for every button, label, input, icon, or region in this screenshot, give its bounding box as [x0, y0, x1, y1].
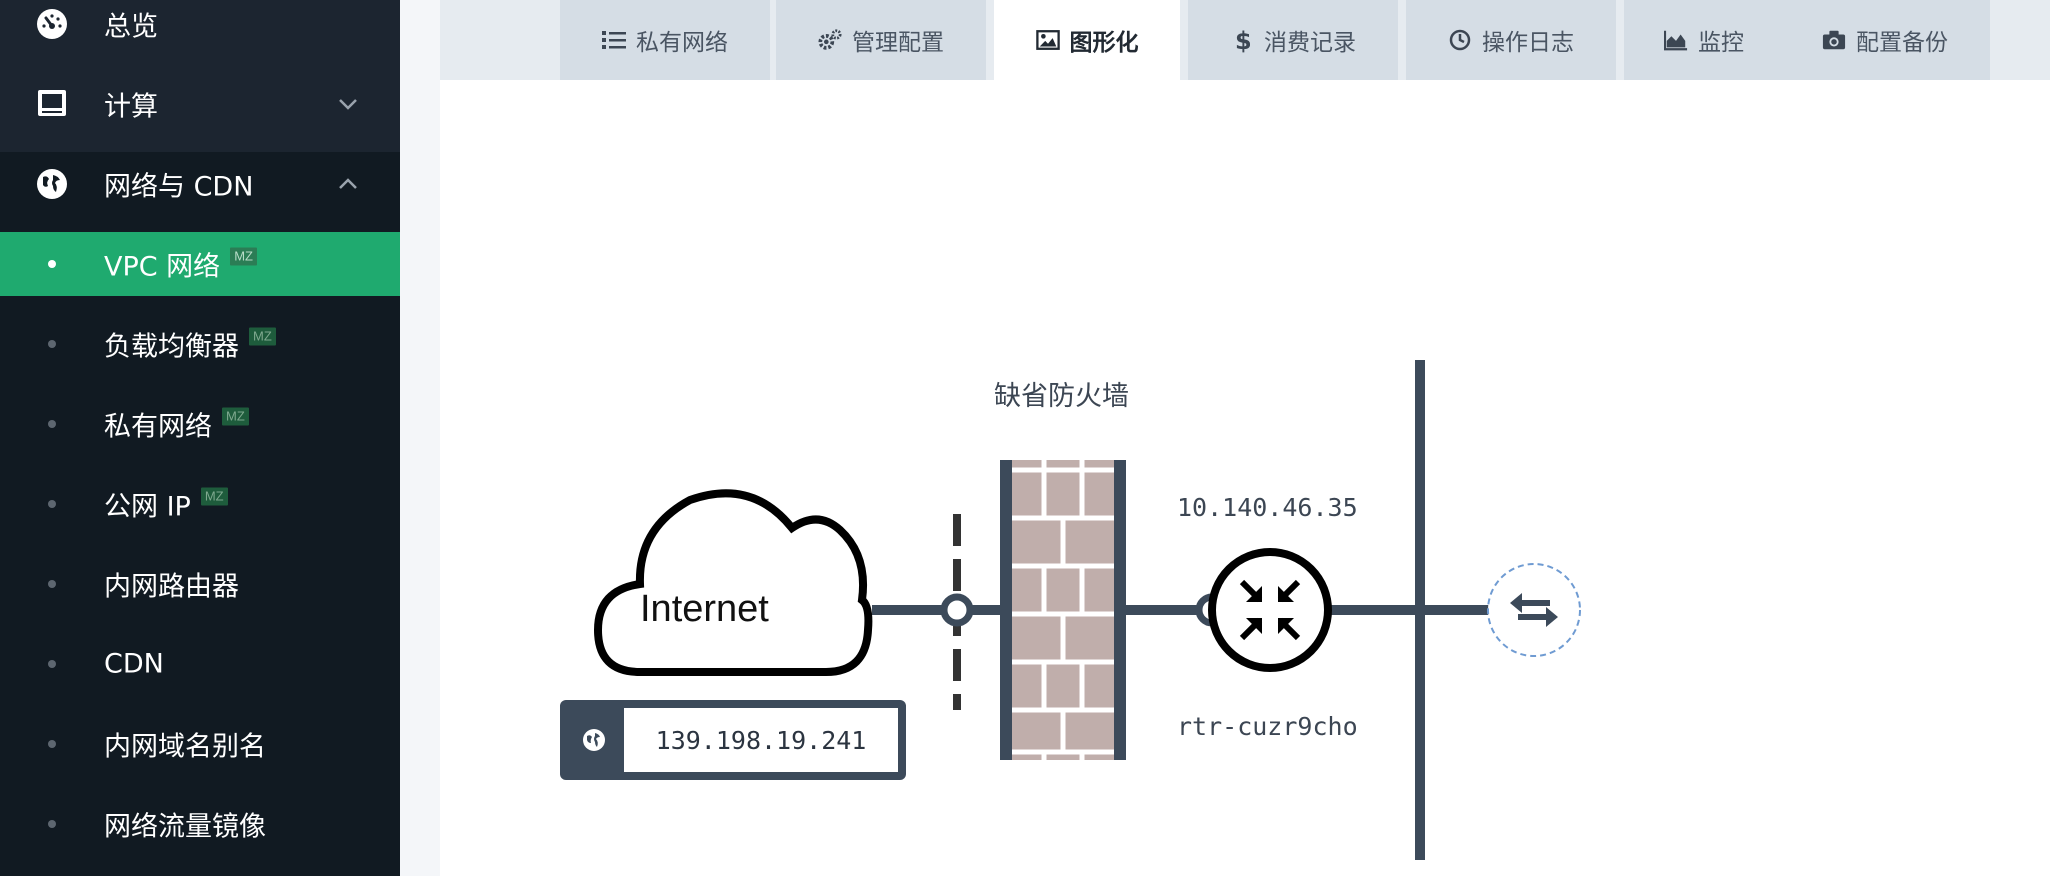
- tab-label: 图形化: [1069, 30, 1139, 56]
- tab-config-backup[interactable]: 配置备份: [1780, 0, 1990, 80]
- sidebar-subitem-label: 公网 IP: [104, 491, 191, 523]
- dashboard-icon: [36, 8, 68, 40]
- sidebar-subitem-label-wrap: 负载均衡器 MZ: [104, 325, 276, 364]
- tab-graphical[interactable]: 图形化: [994, 0, 1180, 80]
- sidebar-subitem-vpc[interactable]: VPC 网络 MZ: [0, 232, 400, 296]
- sidebar-item-compute[interactable]: 计算: [0, 72, 400, 136]
- sidebar-subitem-load-balancer[interactable]: 负载均衡器 MZ: [0, 312, 400, 376]
- exchange-icon[interactable]: [1487, 563, 1581, 657]
- sidebar-subitem-label: VPC 网络: [104, 251, 221, 283]
- bullet-icon: [48, 740, 56, 748]
- tab-private-network[interactable]: 私有网络: [560, 0, 770, 80]
- router-icon[interactable]: [1208, 548, 1332, 672]
- chevron-up-icon: [336, 172, 360, 196]
- bullet-icon: [48, 820, 56, 828]
- sidebar-subitem-label: 负载均衡器: [104, 331, 239, 363]
- mz-badge: MZ: [230, 247, 257, 265]
- tab-label: 操作日志: [1482, 30, 1574, 56]
- tab-label: 配置备份: [1856, 30, 1948, 56]
- sidebar-item-label: 计算: [104, 91, 158, 123]
- sidebar-item-label: 总览: [104, 11, 158, 43]
- chevron-down-icon: [336, 92, 360, 116]
- monitor-icon: [36, 88, 68, 120]
- bullet-icon: [48, 420, 56, 428]
- sidebar-subitem-internal-router[interactable]: 内网路由器: [0, 552, 400, 616]
- sidebar-subitem-label: 内网路由器: [104, 571, 239, 603]
- globe-icon: [578, 724, 610, 756]
- public-ip-box[interactable]: 139.198.19.241: [560, 700, 906, 780]
- sidebar-subitem-label: 网络流量镜像: [104, 811, 266, 843]
- sidebar-subitem-label: 内网域名别名: [104, 731, 266, 763]
- area-chart-icon: [1664, 28, 1688, 52]
- sidebar-item-overview[interactable]: 总览: [0, 0, 400, 56]
- gears-icon: [818, 28, 842, 52]
- tab-label: 监控: [1698, 30, 1744, 56]
- tab-management-config[interactable]: 管理配置: [776, 0, 986, 80]
- clock-icon: [1448, 28, 1472, 52]
- tab-label: 私有网络: [636, 30, 728, 56]
- public-ip-value: 139.198.19.241: [624, 708, 898, 772]
- bullet-icon: [48, 260, 56, 268]
- router-ip-label: 10.140.46.35: [1177, 493, 1358, 522]
- firewall-icon[interactable]: [1000, 460, 1126, 760]
- sidebar-subitem-label: 私有网络: [104, 411, 212, 443]
- tab-label: 消费记录: [1264, 30, 1356, 56]
- internet-cloud-icon[interactable]: [593, 489, 873, 676]
- sidebar-subitem-dns-alias[interactable]: 内网域名别名: [0, 712, 400, 776]
- sidebar-subitem-private-network[interactable]: 私有网络 MZ: [0, 392, 400, 456]
- tab-label: 管理配置: [852, 30, 944, 56]
- bullet-icon: [48, 500, 56, 508]
- router-id-label[interactable]: rtr-cuzr9cho: [1177, 712, 1358, 741]
- sidebar-subitem-public-ip[interactable]: 公网 IP MZ: [0, 472, 400, 536]
- camera-icon: [1822, 28, 1846, 52]
- mz-badge: MZ: [200, 487, 228, 505]
- sidebar-subitem-label-wrap: 私有网络 MZ: [104, 405, 249, 444]
- mz-badge: MZ: [249, 327, 276, 345]
- bullet-icon: [48, 580, 56, 588]
- svg-text:$: $: [1235, 27, 1250, 53]
- image-icon: [1035, 28, 1060, 52]
- list-icon: [602, 28, 626, 52]
- sidebar-subitem-label: CDN: [104, 648, 164, 680]
- dollar-icon: $: [1230, 27, 1254, 53]
- internet-label: Internet: [640, 588, 769, 630]
- tab-bar: 私有网络 管理配置 图形化 $ 消费记录: [440, 0, 2050, 80]
- bullet-icon: [48, 340, 56, 348]
- sidebar-subitem-cdn[interactable]: CDN: [0, 632, 400, 696]
- sidebar-subitem-label-wrap: VPC 网络 MZ: [104, 245, 257, 284]
- tab-operation-log[interactable]: 操作日志: [1406, 0, 1616, 80]
- connector-node-icon: [940, 593, 974, 627]
- firewall-label: 缺省防火墙: [994, 381, 1129, 412]
- tab-monitoring[interactable]: 监控: [1624, 0, 1784, 80]
- sidebar-item-network-cdn[interactable]: 网络与 CDN: [0, 152, 400, 216]
- mz-badge: MZ: [222, 407, 249, 425]
- sidebar-item-label: 网络与 CDN: [104, 171, 254, 203]
- sidebar: 总览 计算 网络与 CDN VPC 网: [0, 0, 400, 876]
- globe-icon: [36, 168, 68, 200]
- tab-billing[interactable]: $ 消费记录: [1188, 0, 1398, 80]
- sidebar-subitem-label-wrap: 公网 IP MZ: [104, 485, 228, 524]
- bullet-icon: [48, 660, 56, 668]
- sidebar-subitem-traffic-mirror[interactable]: 网络流量镜像: [0, 792, 400, 856]
